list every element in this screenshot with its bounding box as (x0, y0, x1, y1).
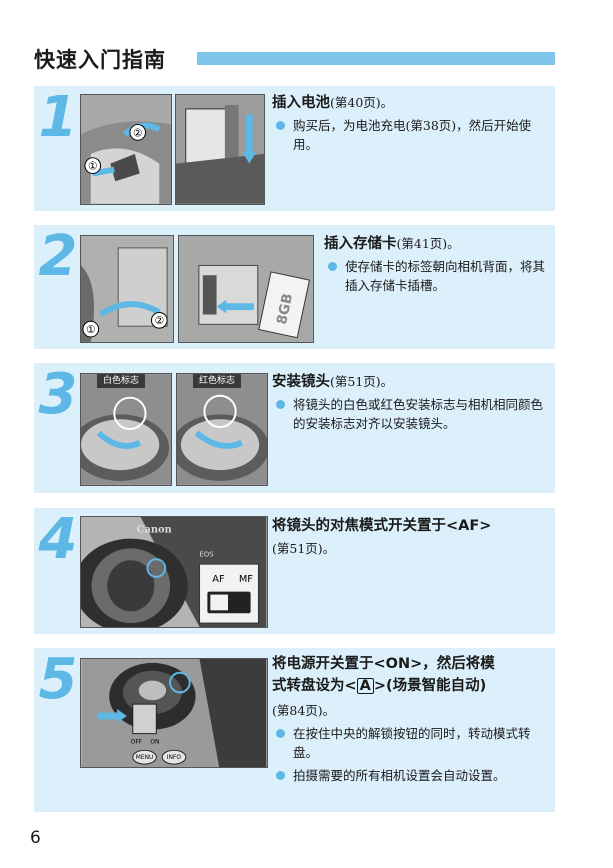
step-1-heading: 插入电池(第40页)。 (272, 95, 394, 111)
step-2-heading: 插入存储卡(第41页)。 (324, 236, 460, 252)
step-3-panel: 3 白色标志 红色标志 安装镜头(第51页)。 将镜头的白色或红色安装标志与相机… (34, 362, 555, 493)
info-label: INFO (167, 755, 182, 761)
card-label: 8GB (274, 292, 296, 326)
callout-2: ② (133, 126, 143, 139)
step-5-panel: 5 OFF ON MENU INFO 将电源开关置于<ON>，然后将模 式转盘设… (34, 647, 555, 812)
page-title: 快速入门指南 (34, 48, 166, 72)
bullet-dot (276, 121, 285, 130)
battery-photo-left: ② ① (80, 94, 172, 205)
step-3-bullet: 将镜头的白色或红色安装标志与相机相同颜色的安装标志对齐以安装镜头。 (276, 395, 548, 433)
page-number: 6 (30, 828, 41, 848)
camera-model: EOS (200, 550, 214, 558)
step-number-4: 4 (38, 507, 78, 572)
svg-text:2: 2 (39, 227, 78, 283)
step-3-heading: 安装镜头(第51页)。 (272, 374, 394, 390)
svg-text:1: 1 (39, 88, 78, 144)
step-1-bullet: 购买后，为电池充电(第38页)，然后开始使用。 (276, 116, 548, 154)
white-mark-tag: 白色标志 (97, 374, 146, 388)
step-1-panel: 1 ② ① 插入电池(第40页)。 购买后，为电池充电(第38页) (34, 85, 555, 211)
step-5-heading-line2: 式转盘设为<A>(场景智能自动) (272, 678, 487, 694)
bullet-dot (328, 262, 337, 271)
step-2-bullet: 使存储卡的标签朝向相机背面，将其插入存储卡插槽。 (328, 257, 550, 295)
svg-text:②: ② (154, 314, 164, 327)
title-accent-bar (197, 52, 555, 65)
bullet-dot (276, 400, 285, 409)
mf-label: MF (239, 574, 253, 585)
step-number-1: 1 (38, 85, 78, 150)
scene-auto-icon: A (356, 678, 374, 694)
red-mark-tag: 红色标志 (193, 374, 242, 388)
svg-text:5: 5 (39, 650, 78, 706)
step-5-ref: (第84页)。 (272, 703, 336, 718)
step-4-heading: 将镜头的对焦模式开关置于<AF> (272, 518, 492, 534)
step-4-panel: 4 Canon EOS AF MF 将镜头的对焦模式开关置于<AF> (第51页… (34, 507, 555, 634)
callout-1: ① (88, 160, 98, 173)
step-number-2: 2 (38, 224, 78, 289)
step-5-bullet-2: 拍摄需要的所有相机设置会自动设置。 (276, 766, 548, 785)
lens-white-mark-photo: 白色标志 (80, 373, 172, 486)
menu-label: MENU (136, 755, 153, 761)
mode-dial-photo: OFF ON MENU INFO (80, 658, 268, 768)
af-switch-photo: Canon EOS AF MF (80, 516, 268, 628)
camera-brand: Canon (137, 525, 172, 536)
svg-text:3: 3 (39, 365, 78, 421)
battery-photo-right (175, 94, 265, 205)
step-number-3: 3 (38, 362, 78, 427)
off-label: OFF (131, 739, 143, 745)
card-photo-right: 8GB (178, 235, 314, 343)
step-2-panel: 2 ① ② 8GB 插入存储卡(第41页)。 (34, 224, 555, 349)
card-photo-left: ① ② (80, 235, 174, 343)
step-5-heading-line1: 将电源开关置于<ON>，然后将模 (272, 656, 495, 672)
bullet-dot (276, 729, 285, 738)
bullet-dot (276, 771, 285, 780)
svg-text:4: 4 (38, 510, 77, 566)
step-5-bullet-1: 在按住中央的解锁按钮的同时，转动模式转盘。 (276, 724, 548, 762)
lens-red-mark-photo: 红色标志 (176, 373, 268, 486)
af-label: AF (212, 574, 225, 585)
step-4-ref: (第51页)。 (272, 541, 336, 556)
svg-text:①: ① (86, 323, 96, 336)
on-label: ON (150, 739, 159, 745)
step-number-5: 5 (38, 647, 78, 712)
